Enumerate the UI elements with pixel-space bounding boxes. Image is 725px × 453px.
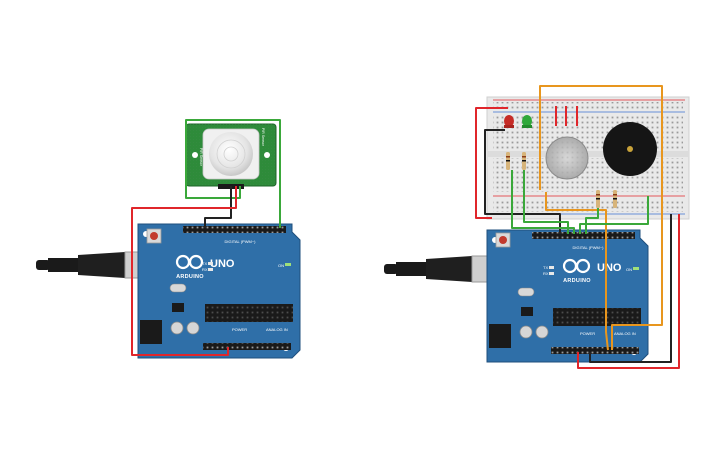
model-label: UNO [210, 258, 235, 270]
pir-label-left: PIR Sensor [199, 148, 203, 167]
wires-right [475, 85, 680, 369]
wire-signal-green-2 [511, 170, 575, 234]
tx-label: TX [543, 265, 548, 270]
wire-gnd-black [204, 186, 232, 228]
on-led-label: ON [278, 263, 284, 268]
digital-label: DIGITAL (PWM~) [225, 239, 257, 244]
on-led-label: ON [626, 267, 632, 272]
arduino-uno-board-left[interactable]: DIGITAL (PWM~) ARDUINO UNO ON TX RX [137, 223, 301, 359]
pir-motion-sensor[interactable]: PIR Sensor PIR Sensor [185, 123, 277, 189]
pir-label-right: PIR Sensor [261, 128, 265, 147]
led-green[interactable] [522, 115, 532, 128]
analog-label: ANALOG IN [266, 327, 288, 332]
breadboard-jumpers-red [555, 106, 578, 126]
wire-signal-green-3 [579, 196, 649, 234]
left-circuit: DIGITAL (PWM~) ARDUINO UNO ON TX RX [36, 119, 301, 359]
analog-label: ANALOG IN [614, 331, 636, 336]
wires-left [131, 119, 281, 356]
power-label: POWER [580, 331, 595, 336]
brand-label: ARDUINO [563, 278, 591, 284]
led-red[interactable] [504, 115, 514, 128]
arduino-logo-icon [562, 258, 591, 274]
model-label: UNO [597, 262, 622, 274]
right-circuit: DIGITAL (PWM~) ARDUINO UNO ON TX RX POWE… [384, 85, 690, 369]
brand-label: ARDUINO [176, 274, 204, 280]
wire-signal-green-4 [585, 208, 599, 234]
wire-gnd-black-2 [589, 214, 672, 363]
power-label: POWER [232, 327, 247, 332]
wire-gnd-black-1 [484, 129, 561, 234]
digital-label: DIGITAL (PWM~) [573, 245, 605, 250]
wire-orange-1 [539, 85, 663, 350]
wire-vcc-red-2 [577, 214, 680, 369]
tx-label: TX [202, 261, 207, 266]
wire-signal-green [185, 119, 281, 228]
arduino-logo-icon [175, 254, 204, 270]
rx-label: RX [543, 271, 549, 276]
wire-orange-2 [545, 192, 609, 351]
wire-vcc-red-1 [475, 107, 508, 219]
piezo-buzzer[interactable] [603, 122, 657, 176]
gas-sensor[interactable] [545, 136, 589, 180]
wire-vcc-red [131, 186, 237, 356]
pir-dome [209, 132, 253, 176]
resistors[interactable] [506, 152, 617, 208]
rx-label: RX [202, 267, 208, 272]
arduino-uno-board-right[interactable]: DIGITAL (PWM~) ARDUINO UNO ON TX RX POWE… [486, 229, 649, 363]
